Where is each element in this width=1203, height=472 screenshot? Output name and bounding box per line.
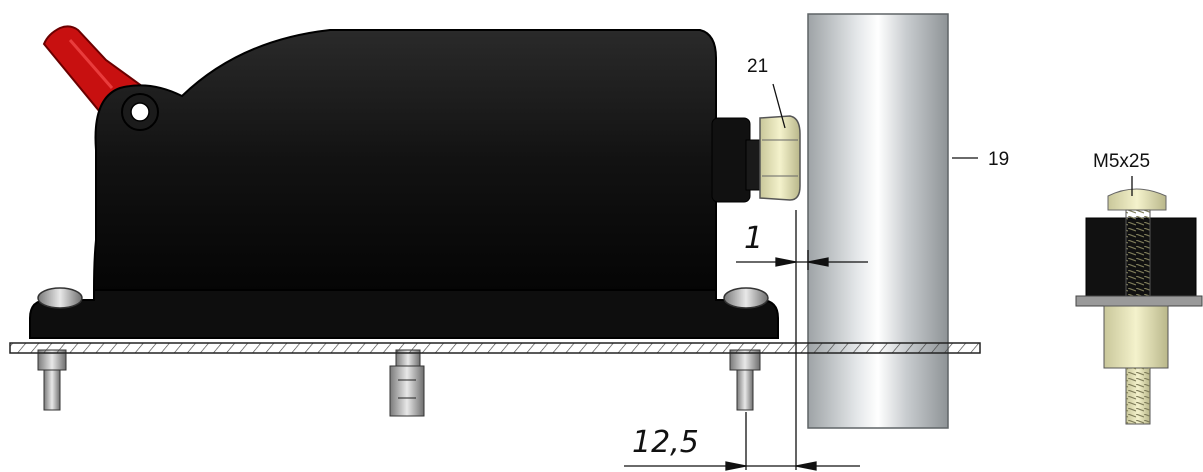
callout-screw: M5x25 xyxy=(1093,151,1150,172)
left-screw xyxy=(37,287,83,411)
dimension-offset-label: 12,5 xyxy=(632,425,699,460)
center-bolt xyxy=(389,349,425,417)
dimension-gap xyxy=(736,210,868,470)
callout-21: 21 xyxy=(747,56,768,77)
dimension-offset xyxy=(624,412,860,471)
mounting-plate xyxy=(9,342,981,354)
callout-19: 19 xyxy=(988,149,1009,170)
right-screw xyxy=(723,287,769,411)
leader-lines xyxy=(772,83,1133,196)
dimension-gap-label: 1 xyxy=(744,221,763,256)
cable-gland-icon xyxy=(711,115,801,203)
screw-detail-icon xyxy=(1075,188,1203,425)
pipe xyxy=(807,13,949,429)
housing xyxy=(29,29,779,339)
